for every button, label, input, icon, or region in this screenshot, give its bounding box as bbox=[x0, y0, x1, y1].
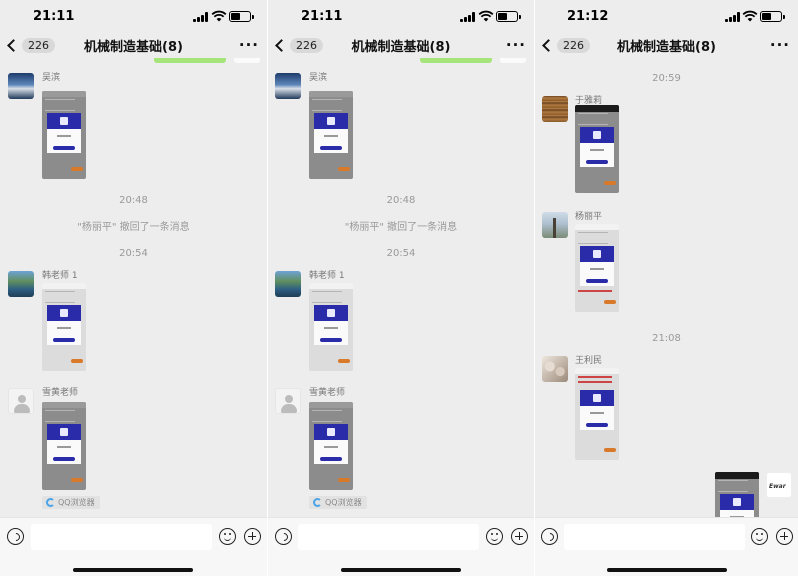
input-bar bbox=[268, 517, 534, 576]
sent-avatar-edge bbox=[234, 58, 260, 63]
sender-name: 雪黄老师 bbox=[309, 388, 346, 398]
unread-badge: 226 bbox=[22, 37, 55, 53]
image-message[interactable] bbox=[309, 402, 353, 490]
chat-title: 机械制造基础(8) bbox=[84, 40, 183, 55]
image-message[interactable] bbox=[42, 91, 86, 179]
back-button[interactable]: 226 bbox=[541, 34, 590, 56]
sender-name: 雪黄老师 bbox=[42, 388, 79, 398]
message-input[interactable] bbox=[31, 524, 212, 550]
nav-bar: 226 机械制造基础(8) ··· bbox=[0, 32, 267, 58]
timestamp: 20:54 bbox=[386, 248, 416, 259]
status-bar: 21:12 bbox=[535, 0, 798, 32]
qq-browser-icon bbox=[46, 498, 55, 507]
status-time: 21:11 bbox=[301, 9, 343, 24]
message-input[interactable] bbox=[298, 524, 479, 550]
sender-name: 韩老师 1 bbox=[42, 271, 78, 281]
voice-icon[interactable] bbox=[541, 528, 558, 545]
chat-title: 机械制造基础(8) bbox=[351, 40, 451, 55]
unread-badge: 226 bbox=[557, 37, 590, 53]
image-message[interactable] bbox=[575, 368, 619, 460]
avatar[interactable] bbox=[542, 212, 568, 238]
timestamp: 20:54 bbox=[119, 248, 148, 259]
emoji-icon[interactable] bbox=[486, 528, 503, 545]
home-indicator bbox=[341, 568, 461, 572]
system-notice: "杨丽平" 撤回了一条消息 bbox=[344, 222, 458, 233]
message-input[interactable] bbox=[564, 524, 745, 550]
source-label[interactable]: QQ浏览器 bbox=[309, 496, 367, 509]
my-avatar[interactable]: Ewar bbox=[766, 472, 792, 498]
avatar[interactable] bbox=[542, 96, 568, 122]
status-time: 21:12 bbox=[567, 9, 609, 24]
voice-icon[interactable] bbox=[7, 528, 24, 545]
more-options-button[interactable]: ··· bbox=[238, 36, 259, 54]
battery-icon bbox=[760, 11, 785, 22]
timestamp: 20:48 bbox=[119, 195, 148, 206]
more-options-button[interactable]: ··· bbox=[769, 36, 790, 54]
input-bar bbox=[535, 517, 798, 576]
sender-name: 韩老师 1 bbox=[309, 271, 345, 281]
chat-panel-3: 21:12 226 机械制造基础(8) ··· 20:59 于雅莉 杨丽平 21… bbox=[535, 0, 798, 576]
avatar[interactable] bbox=[8, 73, 34, 99]
sender-name: 于雅莉 bbox=[575, 96, 603, 106]
battery-icon bbox=[229, 11, 254, 22]
avatar[interactable] bbox=[8, 271, 34, 297]
unread-badge: 226 bbox=[290, 37, 323, 53]
chat-title: 机械制造基础(8) bbox=[617, 40, 716, 55]
avatar[interactable] bbox=[275, 271, 301, 297]
emoji-icon[interactable] bbox=[751, 528, 768, 545]
image-message[interactable] bbox=[575, 105, 619, 193]
avatar[interactable] bbox=[275, 73, 301, 99]
avatar[interactable] bbox=[542, 356, 568, 382]
nav-bar: 226 机械制造基础(8) ··· bbox=[268, 32, 534, 58]
image-message[interactable] bbox=[309, 91, 353, 179]
divider bbox=[534, 0, 535, 576]
back-button[interactable]: 226 bbox=[274, 34, 323, 56]
qq-browser-icon bbox=[313, 498, 322, 507]
chat-panel-1: 21:11 226 机械制造基础(8) ··· 吴滨 20:48 "杨丽平" 撤… bbox=[0, 0, 267, 576]
default-avatar-icon[interactable] bbox=[8, 388, 34, 414]
sender-name: 吴滨 bbox=[42, 73, 61, 83]
sent-avatar-edge bbox=[500, 58, 526, 63]
timestamp: 21:08 bbox=[652, 333, 681, 344]
sender-name: 吴滨 bbox=[309, 73, 328, 83]
timestamp: 20:48 bbox=[386, 195, 416, 206]
status-time: 21:11 bbox=[33, 9, 75, 24]
divider bbox=[267, 0, 268, 576]
image-message[interactable] bbox=[309, 283, 353, 371]
system-notice: "杨丽平" 撤回了一条消息 bbox=[77, 222, 190, 233]
back-button[interactable]: 226 bbox=[6, 34, 55, 56]
wifi-icon bbox=[211, 10, 227, 22]
signal-icon bbox=[193, 12, 208, 22]
timestamp: 20:59 bbox=[652, 73, 681, 84]
image-message[interactable] bbox=[42, 402, 86, 490]
signal-icon bbox=[725, 12, 740, 22]
status-bar: 21:11 bbox=[268, 0, 534, 32]
wifi-icon bbox=[742, 10, 758, 22]
plus-icon[interactable] bbox=[776, 528, 793, 545]
sender-name: 王利民 bbox=[575, 356, 603, 366]
image-message[interactable] bbox=[575, 224, 619, 312]
wifi-icon bbox=[478, 10, 494, 22]
source-label[interactable]: QQ浏览器 bbox=[42, 496, 100, 509]
sent-bubble-edge bbox=[420, 58, 492, 63]
home-indicator bbox=[607, 568, 727, 572]
battery-icon bbox=[496, 11, 521, 22]
plus-icon[interactable] bbox=[244, 528, 261, 545]
plus-icon[interactable] bbox=[511, 528, 528, 545]
default-avatar-icon[interactable] bbox=[275, 388, 301, 414]
home-indicator bbox=[73, 568, 193, 572]
signal-icon bbox=[460, 12, 475, 22]
input-bar bbox=[0, 517, 267, 576]
more-options-button[interactable]: ··· bbox=[505, 36, 526, 54]
emoji-icon[interactable] bbox=[219, 528, 236, 545]
voice-icon[interactable] bbox=[275, 528, 292, 545]
status-bar: 21:11 bbox=[0, 0, 267, 32]
nav-bar: 226 机械制造基础(8) ··· bbox=[535, 32, 798, 58]
chat-panel-2: 21:11 226 机械制造基础(8) ··· 吴滨 20:48 "杨丽平" 撤… bbox=[268, 0, 534, 576]
image-message[interactable] bbox=[42, 283, 86, 371]
sender-name: 杨丽平 bbox=[575, 212, 603, 222]
sent-bubble-edge bbox=[154, 58, 226, 63]
